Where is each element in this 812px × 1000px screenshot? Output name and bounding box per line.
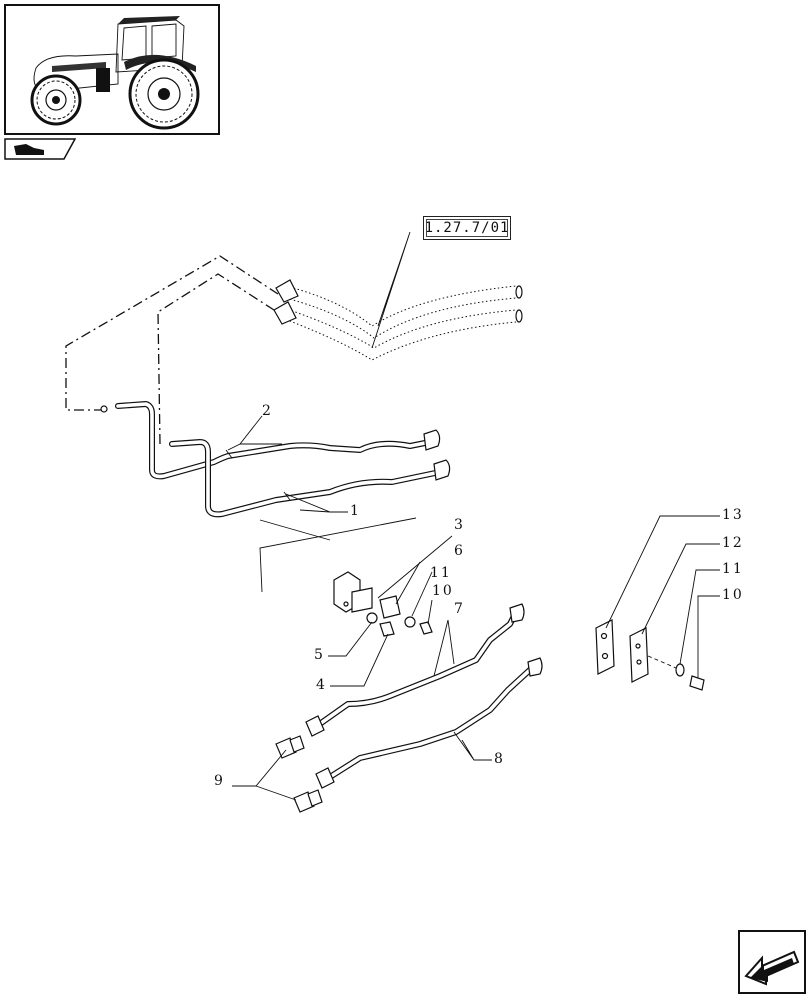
hose-upper-b [285, 297, 517, 339]
leader-1 [285, 493, 348, 513]
callout-12[interactable]: 12 [722, 535, 744, 551]
bolt-10b [689, 675, 705, 691]
leader-3 [259, 517, 417, 593]
callout-8[interactable]: 8 [494, 751, 505, 767]
next-page-arrow-icon [744, 950, 800, 986]
category-tab-icon [4, 138, 76, 160]
washer-5 [366, 612, 378, 624]
callout-9[interactable]: 9 [214, 773, 225, 789]
reference-code-text: 1.27.7/01 [424, 220, 510, 236]
callout-13[interactable]: 13 [722, 507, 744, 523]
next-page-button[interactable] [738, 930, 806, 994]
hose-stub-upper [275, 279, 299, 303]
pipe-1-nut [433, 459, 451, 481]
callout-6[interactable]: 6 [454, 543, 465, 559]
pipe-2-nut [423, 429, 441, 451]
callout-11[interactable]: 11 [430, 565, 452, 581]
callout-10[interactable]: 10 [432, 583, 454, 599]
plate-12 [629, 627, 649, 683]
callout-5[interactable]: 5 [314, 647, 325, 663]
hose-stub-lower [273, 301, 297, 325]
hose-lower-a [283, 307, 517, 349]
plate-13 [595, 619, 615, 675]
callout-3[interactable]: 3 [454, 517, 465, 533]
callout-2[interactable]: 2 [262, 403, 273, 419]
bolt-4 [379, 621, 395, 637]
hose-lower-b [281, 317, 517, 361]
callout-4[interactable]: 4 [316, 677, 327, 693]
phantom-line-outer [65, 255, 279, 411]
reference-code-box[interactable]: 1.27.7/01 [423, 216, 511, 240]
callout-1[interactable]: 1 [350, 503, 361, 519]
bolt-10a [419, 621, 433, 635]
leader-ref [371, 231, 411, 349]
callout-10-right[interactable]: 10 [722, 587, 744, 603]
tractor-thumbnail[interactable] [4, 4, 220, 135]
phantom-line-inner [157, 273, 275, 445]
hose-upper-a [285, 285, 517, 327]
washer-11b [675, 663, 685, 677]
callout-11-right[interactable]: 11 [722, 561, 744, 577]
category-tab[interactable] [4, 138, 76, 160]
pipe-1 [169, 439, 443, 518]
pipe-2 [115, 401, 433, 480]
leader-2 [227, 415, 282, 451]
callout-7[interactable]: 7 [454, 601, 465, 617]
washer-11a [404, 616, 416, 628]
hose-end-upper [515, 285, 523, 299]
hose-end-lower [515, 309, 523, 323]
tractor-thumbnail-icon [30, 16, 200, 130]
clamp-6 [379, 595, 401, 619]
